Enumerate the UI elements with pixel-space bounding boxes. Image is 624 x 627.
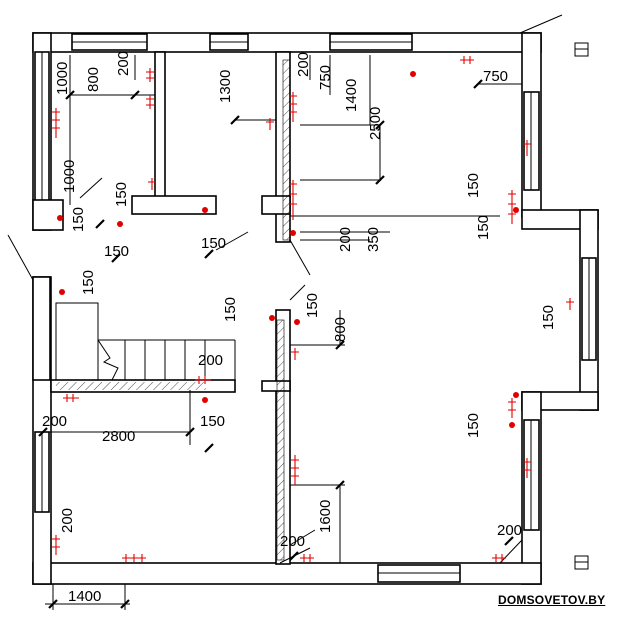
dim-label: 150	[80, 270, 97, 295]
windows	[34, 33, 597, 583]
dimension-lines	[43, 55, 523, 610]
dim-label: 1300	[217, 70, 234, 103]
dim-label: 150	[113, 182, 130, 207]
dim-label: 2500	[367, 107, 384, 140]
dim-label: 750	[483, 68, 508, 85]
dim-label: 750	[317, 65, 334, 90]
dim-label: 350	[365, 227, 382, 252]
dim-label: 800	[85, 67, 102, 92]
dim-label: 150	[475, 215, 492, 240]
dim-label: 150	[222, 297, 239, 322]
dim-label: 1000	[61, 160, 78, 193]
dim-label: 200	[280, 533, 305, 550]
dim-label: 150	[200, 413, 225, 430]
dim-label: 150	[70, 207, 87, 232]
dimension-labels: 1000 800 200 1300 200 750 1400 2500 750 …	[42, 51, 557, 605]
dim-label: 200	[59, 508, 76, 533]
dim-label: 800	[332, 317, 349, 342]
dim-label: 150	[540, 305, 557, 330]
dim-label: 200	[198, 352, 223, 369]
dim-label: 150	[201, 235, 226, 252]
watermark: DOMSOVETOV.BY	[498, 593, 606, 607]
dim-label: 200	[497, 522, 522, 539]
dim-label: 150	[304, 293, 321, 318]
dim-label: 200	[337, 227, 354, 252]
dim-label: 150	[465, 173, 482, 198]
dimension-ticks	[38, 79, 514, 609]
interior-walls	[32, 51, 291, 565]
dim-label: 1400	[68, 588, 101, 605]
dim-label: 150	[465, 413, 482, 438]
door-swings	[7, 14, 563, 546]
dim-label: 200	[115, 51, 132, 76]
electrical-sockets	[52, 56, 574, 562]
dim-label: 150	[104, 243, 129, 260]
dim-label: 1400	[343, 79, 360, 112]
dim-label: 200	[42, 413, 67, 430]
dim-label: 200	[295, 52, 312, 77]
dim-label: 1000	[54, 62, 71, 95]
dim-label: 2800	[102, 428, 135, 445]
dim-label: 1600	[317, 500, 334, 533]
